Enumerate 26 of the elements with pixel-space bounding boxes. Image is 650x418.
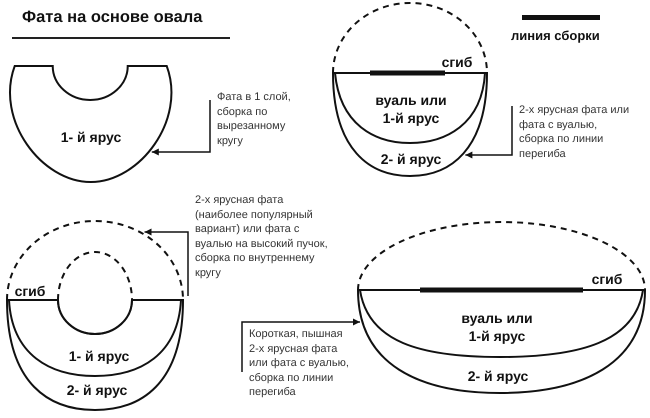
tier-label: 2- й ярус [468, 367, 528, 385]
callout-text: Короткая, пышная 2-х ярусная фата или фата с вуалью, сборка по линии перегиба [242, 322, 354, 400]
veil-tier [5, 298, 185, 412]
tier-label: вуаль или 1-й ярус [460, 309, 534, 345]
tier-label: 2- й ярус [380, 150, 442, 168]
callout-text: 2-х ярусная фата или фата с вуалью, сборка по линии перегиба [512, 103, 634, 161]
veil-tier [358, 288, 645, 359]
veil-tier [356, 288, 647, 395]
tier-label: 1- й ярус [68, 347, 130, 365]
veil-tier [331, 71, 489, 178]
veil-tier [333, 71, 487, 145]
leader-arrow [241, 318, 360, 372]
dashed-outline [5, 219, 185, 302]
legend-label: линия сборки [511, 28, 600, 43]
tier-label: 2- й ярус [66, 381, 128, 399]
veil-tier [7, 298, 183, 378]
fold-label: сгиб [14, 283, 46, 299]
leader-arrow [144, 228, 189, 296]
callout-text: 2-х ярусная фата (наиболее популярный вариант) или фата с вуалью на высокий пучок, сборка по внутреннему кругу [188, 193, 334, 280]
tier-label: вуаль или 1-й ярус [374, 91, 448, 127]
title: Фата на основе овала [12, 8, 230, 39]
callout-text: Фата в 1 слой, сборка по вырезанному кругу [210, 90, 308, 148]
fold-label: сгиб [592, 271, 622, 287]
fold-label: сгиб [442, 54, 472, 70]
veil-tier [8, 64, 174, 184]
tier-label: 1- й ярус [60, 128, 122, 146]
